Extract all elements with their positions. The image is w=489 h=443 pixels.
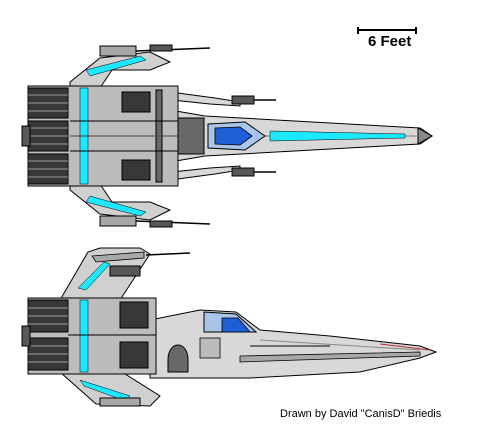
side-view	[21, 247, 438, 407]
scale-label: 6 Feet	[368, 33, 412, 50]
nose-stripe	[269, 130, 406, 142]
side-fuselage	[149, 309, 438, 379]
artist-credit: Drawn by David "CanisD" Briedis	[280, 408, 442, 420]
nose-tip	[417, 127, 434, 145]
top-view	[21, 44, 434, 228]
scale-bar	[357, 27, 417, 34]
